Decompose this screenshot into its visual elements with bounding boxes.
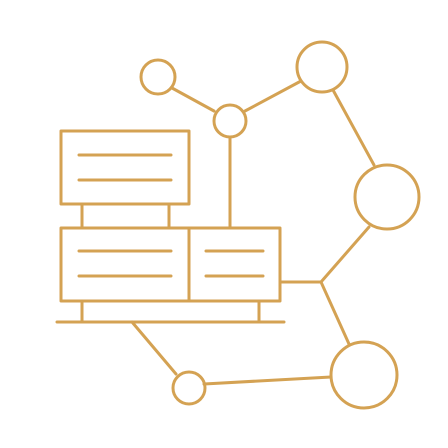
edge-center-to-top-right	[243, 79, 303, 113]
node-right	[353, 163, 421, 231]
lower-left-drawer	[59, 226, 191, 303]
node-center	[212, 103, 248, 139]
edge-top-right-to-right	[331, 88, 376, 167]
edge-right-to-hub	[319, 225, 371, 284]
node-small-top	[139, 58, 177, 96]
server-cabinet	[55, 129, 286, 324]
node-top-right	[295, 40, 349, 94]
network-nodes	[139, 40, 421, 410]
edge-small-top-to-center	[170, 86, 216, 113]
top-drawer	[59, 129, 191, 206]
node-bottom-right	[329, 340, 399, 410]
node-bottom-left	[171, 370, 207, 406]
edge-base-to-bottom-left	[130, 320, 178, 376]
edge-bottom-left-to-bottom-right	[202, 375, 333, 386]
edge-hub-to-bottom-right	[319, 280, 351, 346]
lower-right-drawer	[187, 226, 282, 303]
network-connections	[130, 79, 376, 386]
